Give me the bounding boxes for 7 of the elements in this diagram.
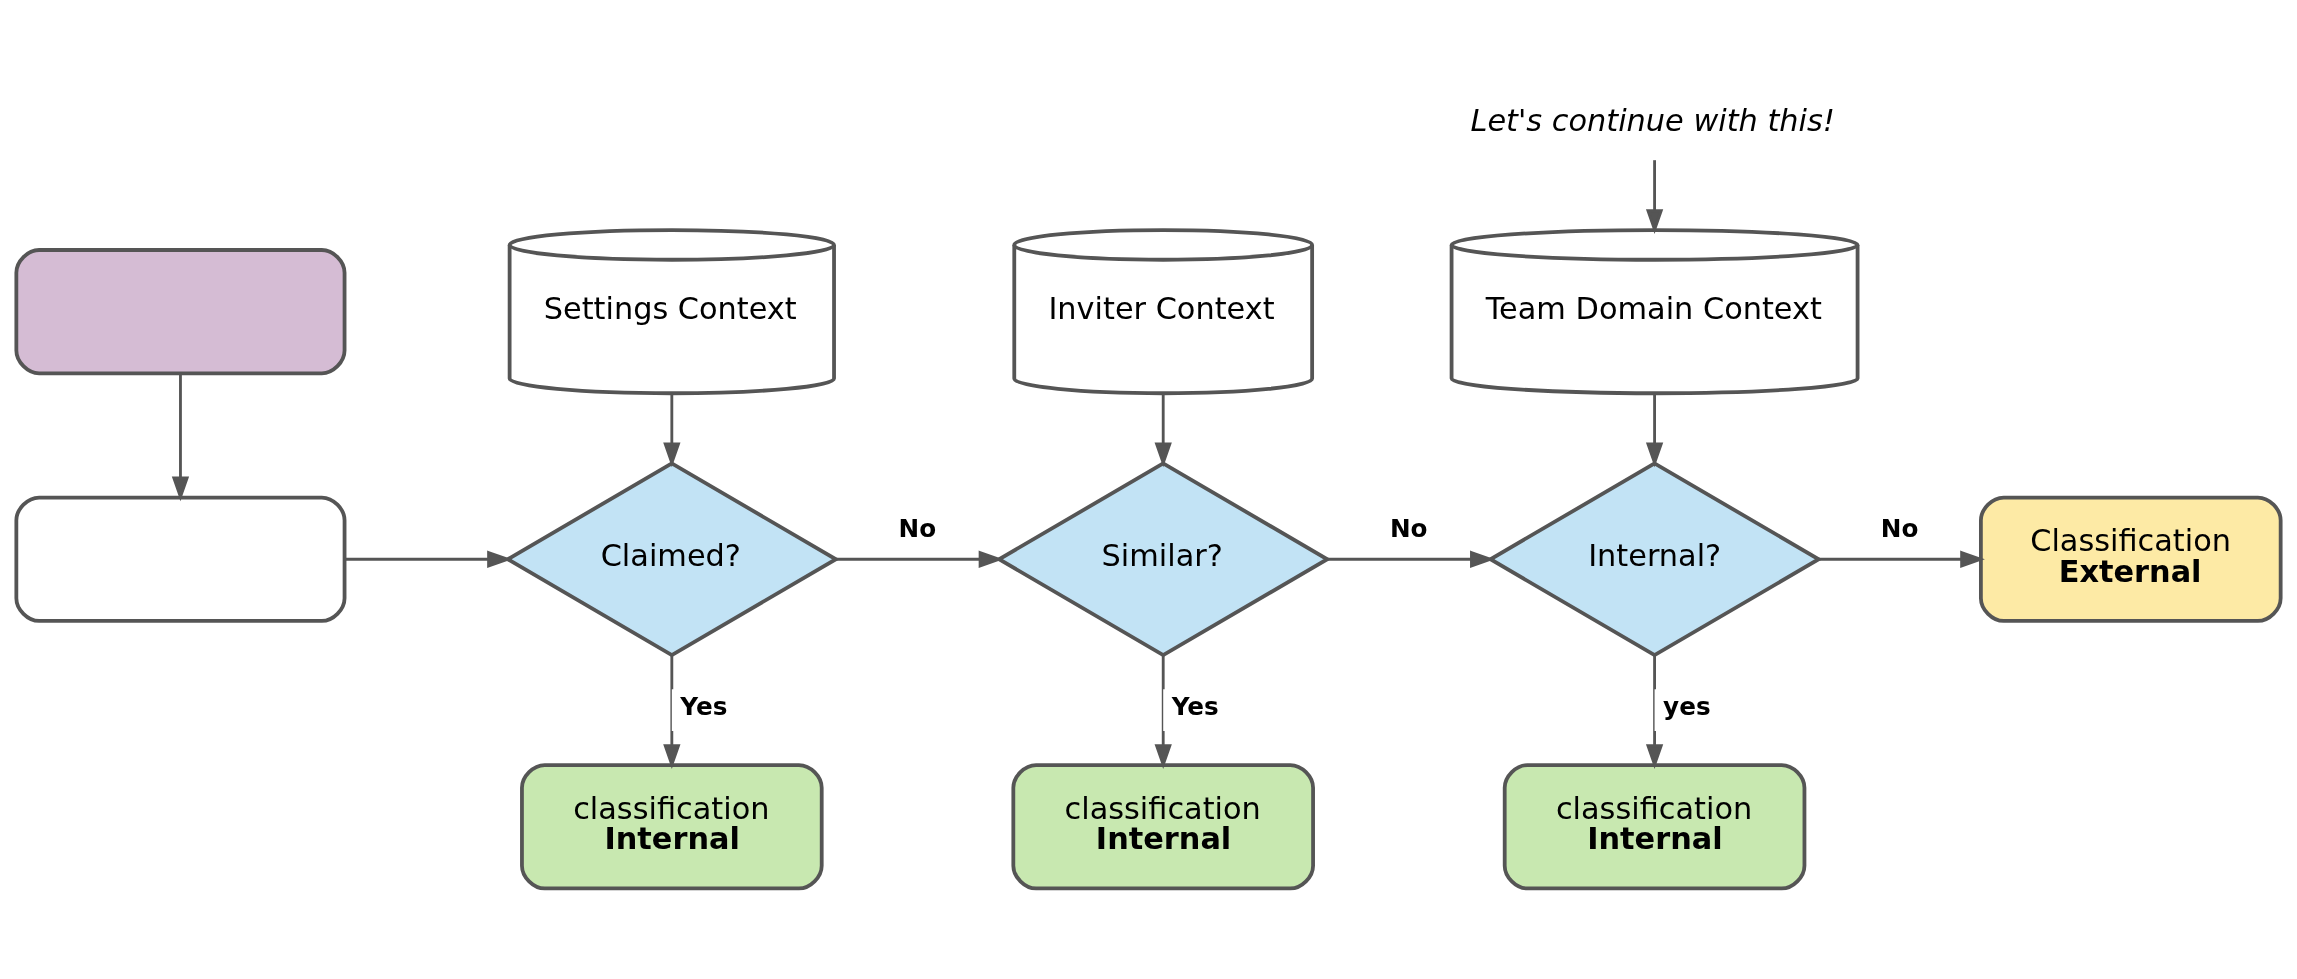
edge-label: No [898,513,937,543]
edge-label: No [1880,513,1919,543]
node-text: Let's continue with this! [1470,102,1835,138]
edge-label: Yes [1171,691,1219,721]
edge-label: No [1389,513,1428,543]
edge-label: Yes [680,691,728,721]
edge-label: yes [1663,691,1711,721]
